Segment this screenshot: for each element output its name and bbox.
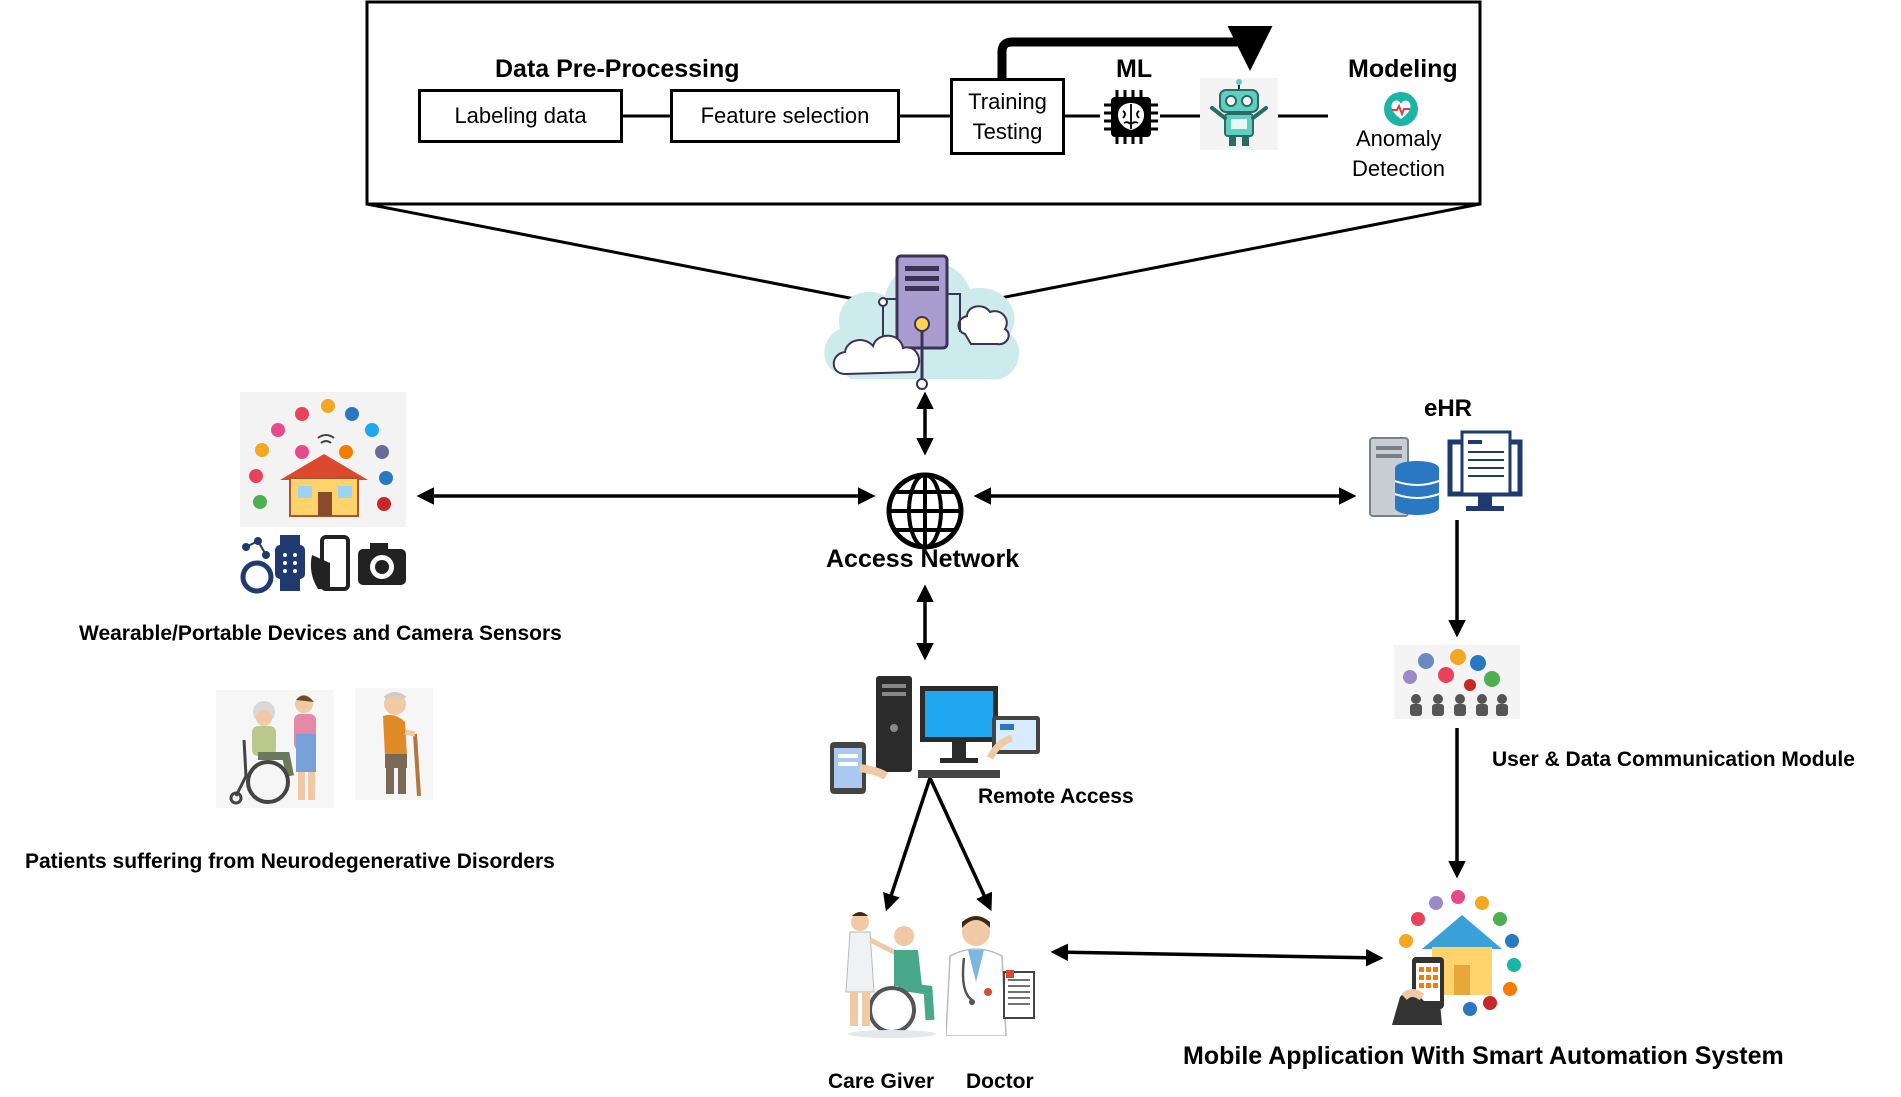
remote-doctor-arrow [928,777,993,912]
smartwatch-icon [275,535,305,591]
database-monitor-icon [1369,430,1523,517]
testing-label: Testing [972,118,1043,144]
ehr-label: eHR [1424,395,1473,422]
feature-selection-box: Feature selection [670,89,900,143]
preprocessing-title: Data Pre-Processing [495,55,740,83]
smart-home-icon [240,392,406,527]
care-giver-label: Care Giver [828,1070,935,1093]
remote-access-icon [830,676,1040,794]
robot-icon [1200,78,1278,150]
mobile-smart-home-icon [1392,890,1521,1025]
desktop-monitor-icon [918,686,1000,778]
care-giver-icon [845,912,936,1038]
cloud-server-icon [824,254,1020,390]
desktop-tower-icon [876,676,912,772]
tablet-icon [986,716,1040,760]
brain-chip-icon [1104,90,1158,144]
wearable-devices-icon [240,535,406,594]
remote-access-label: Remote Access [978,785,1134,808]
patients-label: Patients suffering from Neurodegenerativ… [25,850,555,873]
anomaly-label-line1: Anomaly [1356,126,1442,151]
training-testing-box: Training Testing [950,78,1065,155]
funnel-line-right [974,202,1481,305]
globe-icon [886,472,964,550]
labeling-data-box: Labeling data [418,89,623,143]
wearables-label: Wearable/Portable Devices and Camera Sen… [79,622,562,645]
ml-pipeline-frame [365,0,1482,206]
phone-icon [830,742,889,794]
modeling-title: Modeling [1348,55,1458,83]
doctor-mobile-arrow [1050,943,1384,967]
elderly-cane-icon [355,688,433,800]
funnel-line-left [366,202,861,302]
fitness-band-icon [240,537,274,594]
patient-wheelchair-icon [216,690,334,808]
anomaly-label-line2: Detection [1352,156,1445,181]
communication-module-icon [1394,645,1520,719]
training-label: Training [968,88,1047,114]
camera-icon [358,543,406,585]
comm-module-label: User & Data Communication Module [1492,748,1855,771]
mobile-app-label: Mobile Application With Smart Automation… [1183,1042,1784,1070]
ml-title: ML [1116,55,1153,83]
training-to-robot-arrow [997,26,1273,80]
heart-monitor-icon [1384,92,1418,126]
doctor-label: Doctor [966,1070,1034,1093]
phone-hand-icon [310,535,350,591]
remote-caregiver-arrow [883,777,932,912]
doctor-icon [946,916,1035,1036]
access-network-label: Access Network [826,545,1020,573]
